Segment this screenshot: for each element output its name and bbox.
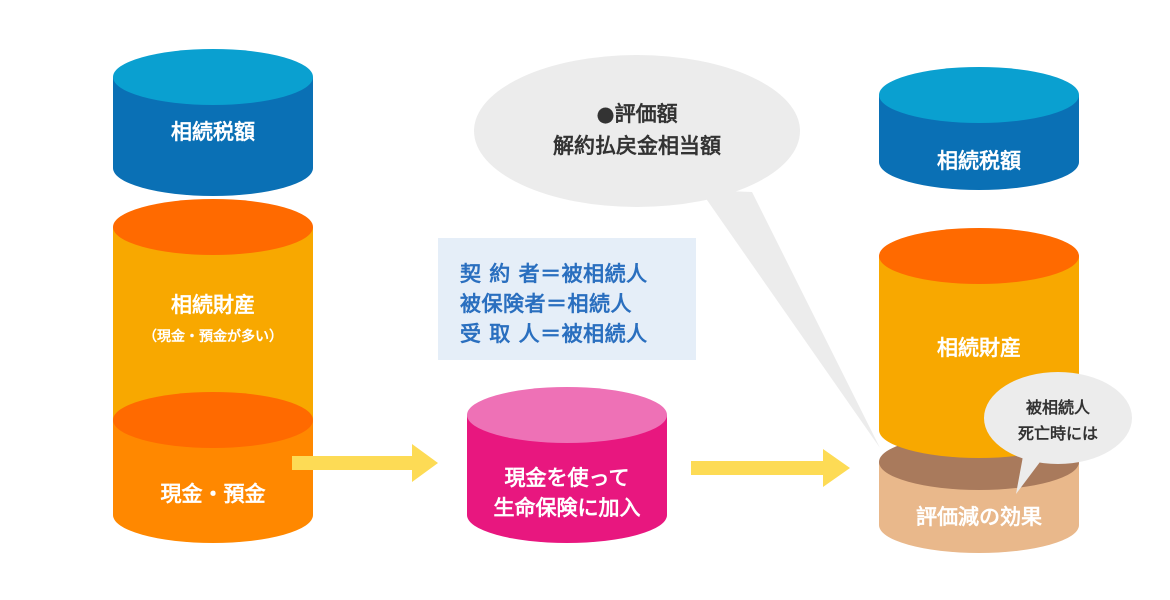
left-cash-label: 現金・預金 [160, 482, 266, 506]
death-bubble-line1: 被相続人 [1025, 398, 1091, 417]
condition-beneficiary: 受 取 人＝被相続人 [460, 322, 648, 346]
right-tax-label: 相続税額 [937, 149, 1021, 173]
arrow-to-insurance [292, 444, 438, 482]
arrow-to-result [691, 449, 850, 487]
right-assets-label: 相続財産 [937, 336, 1021, 360]
valuation-bubble [474, 55, 880, 448]
insurance-label-line2: 生命保険に加入 [493, 496, 641, 520]
insurance-label-line1: 現金を使って [504, 466, 630, 490]
left-tax-cylinder-top [113, 49, 313, 105]
left-cash-cylinder-top [113, 392, 313, 448]
valuation-label: ●評価額 [596, 102, 678, 126]
left-cash-cylinder [113, 392, 313, 543]
condition-insured: 被保険者＝相続人 [460, 292, 632, 316]
left-assets-cylinder-top [113, 199, 313, 255]
left-assets-cylinder [113, 199, 313, 420]
death-bubble-body [984, 372, 1132, 464]
death-bubble [984, 372, 1132, 494]
valuation-bubble-body [474, 55, 800, 207]
valuation-bubble-tail [700, 190, 880, 448]
right-assets-cylinder-top [879, 228, 1079, 284]
right-tax-cylinder-top [879, 67, 1079, 123]
insurance-cylinder-top [467, 387, 667, 443]
left-tax-cylinder-side [113, 77, 313, 196]
left-assets-cylinder-side [113, 227, 313, 420]
left-assets-label: 相続財産 [171, 293, 255, 317]
contract-conditions-box: 契 約 者＝被相続人 被保険者＝相続人 受 取 人＝被相続人 [438, 238, 696, 360]
left-tax-cylinder [113, 49, 313, 196]
condition-policyholder: 契 約 者＝被相続人 [460, 262, 648, 286]
right-effect-label: 評価減の効果 [916, 505, 1042, 529]
insurance-cylinder [467, 387, 667, 543]
valuation-value: 解約払戻金相当額 [553, 134, 721, 158]
left-tax-label: 相続税額 [171, 120, 255, 144]
right-tax-cylinder [879, 67, 1079, 190]
insurance-cylinder-side [467, 415, 667, 543]
left-cash-cylinder-side [113, 420, 313, 543]
death-bubble-line2: 死亡時には [1017, 424, 1099, 443]
left-assets-note: （現金・預金が多い） [143, 329, 283, 345]
